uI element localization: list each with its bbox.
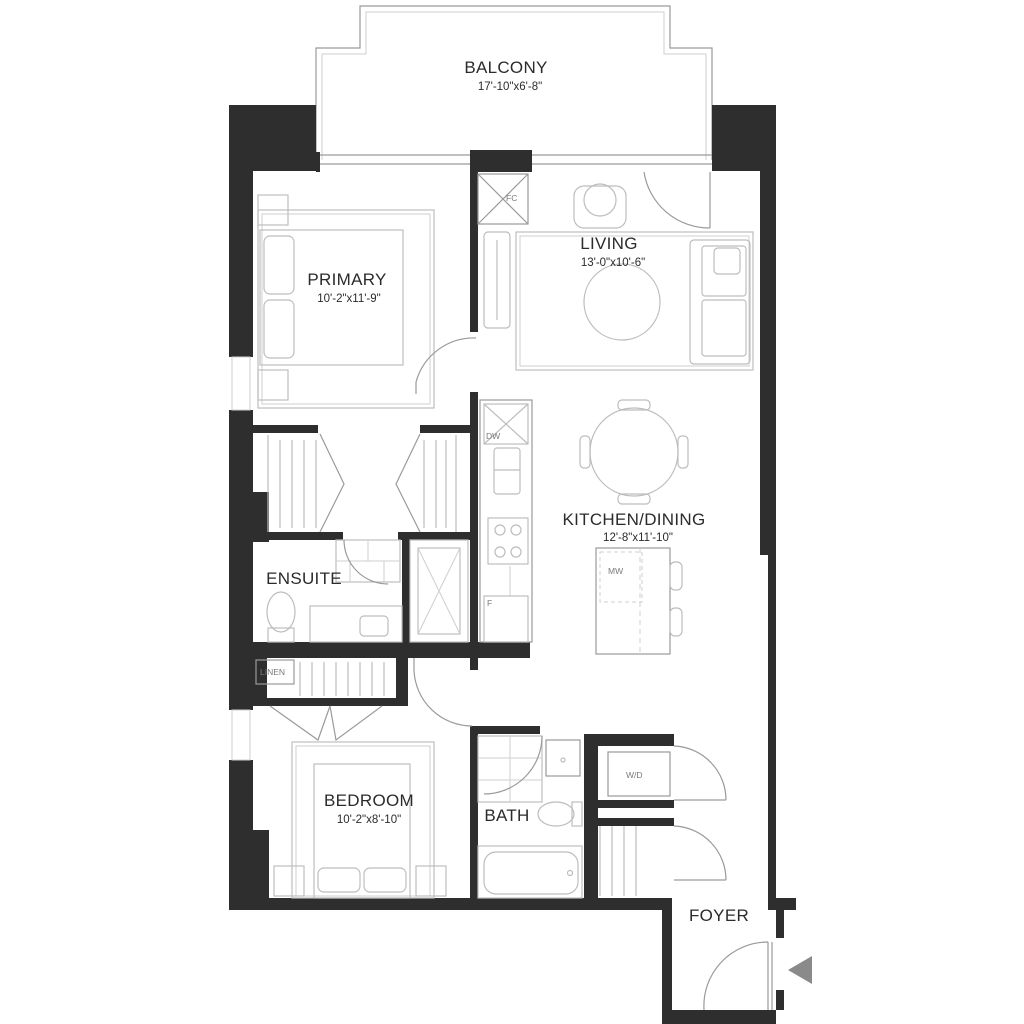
kitchen-label: KITCHEN/DINING [562, 510, 705, 529]
dw-label: DW [486, 431, 500, 441]
bath-label: BATH [484, 806, 529, 825]
primary-dims: 10'-2"x11'-9" [317, 293, 381, 305]
wd-label: W/D [626, 770, 643, 780]
dining-table [579, 399, 689, 505]
ensuite-label: ENSUITE [266, 569, 342, 588]
balcony-dims: 17'-10"x6'-8" [478, 81, 542, 93]
kitchen-island: MW [595, 547, 683, 655]
living-furniture [483, 183, 754, 371]
bedroom-door [413, 658, 473, 727]
primary-label: PRIMARY [307, 270, 386, 289]
foyer-closet [599, 825, 727, 896]
foyer-label: FOYER [689, 906, 749, 925]
bath-fixtures [477, 735, 583, 899]
linen-label: LINEN [260, 667, 285, 677]
entry-door [703, 941, 773, 1011]
living-label: LIVING [580, 234, 638, 253]
bedroom-dims: 10'-2"x8'-10" [337, 814, 401, 826]
laundry: W/D [607, 745, 727, 801]
bedroom-label: BEDROOM [324, 791, 414, 810]
kitchen-cabinets: DW F [479, 399, 533, 643]
fc-closet: FC [477, 173, 529, 225]
primary-door [415, 337, 477, 394]
linen-closet: LINEN [255, 659, 385, 742]
fc-label: FC [506, 193, 517, 203]
balcony-label: BALCONY [464, 58, 547, 77]
ensuite-fixtures [266, 539, 469, 643]
bedroom-bed [273, 741, 447, 899]
entry-arrow-icon [788, 956, 812, 984]
primary-bed [257, 194, 435, 409]
balcony-door [643, 171, 711, 229]
kitchen-dims: 12'-8"x11'-10" [603, 532, 673, 544]
walls [229, 105, 796, 1024]
mw-label: MW [608, 566, 623, 576]
primary-closets [267, 433, 457, 533]
living-dims: 13'-0"x10'-6" [581, 257, 645, 269]
fridge-label: F [487, 598, 492, 608]
